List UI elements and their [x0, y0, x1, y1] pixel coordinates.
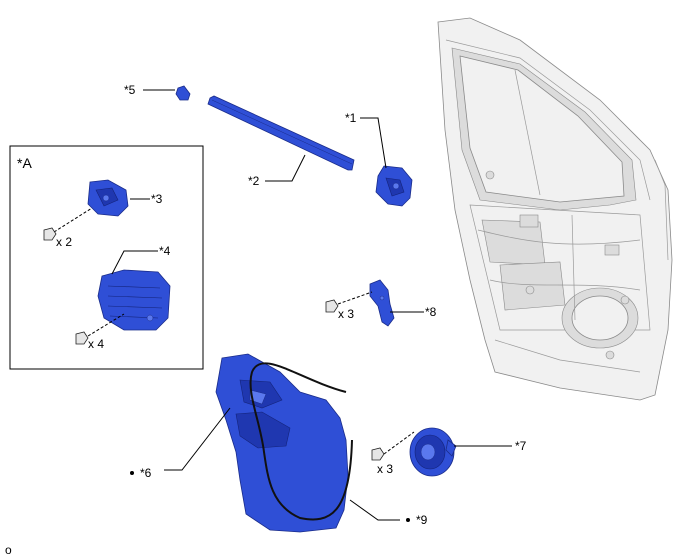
inset-box-a — [9, 145, 204, 370]
part-8-bracket[interactable] — [369, 279, 395, 327]
part-5-clip[interactable] — [175, 85, 191, 101]
dot-marker — [406, 518, 410, 522]
label-part-8: *8 — [425, 305, 437, 319]
bolt-icon — [75, 331, 89, 345]
label-part-3: *3 — [151, 192, 163, 206]
qty-label-x4: x 4 — [88, 337, 104, 351]
label-part-5: *5 — [124, 83, 136, 97]
corner-marker: o — [5, 543, 12, 557]
label-part-2: *2 — [248, 174, 260, 188]
part-2-weatherstrip[interactable] — [207, 95, 355, 171]
label-part-9: *9 — [416, 513, 428, 527]
qty-label-x3-lower: x 3 — [377, 462, 393, 476]
label-part-7: *7 — [515, 439, 527, 453]
label-part-6: *6 — [140, 466, 152, 480]
part-4-cover[interactable] — [97, 269, 171, 331]
part-7-speaker[interactable] — [409, 427, 457, 477]
door-shell — [437, 17, 673, 401]
qty-label-x3-upper: x 3 — [338, 307, 354, 321]
label-part-4: *4 — [159, 244, 171, 258]
bolt-icon — [43, 227, 57, 241]
part-9-wire[interactable] — [249, 362, 353, 521]
label-part-1: *1 — [345, 111, 357, 125]
bolt-icon — [325, 299, 339, 313]
bolt-icon — [371, 447, 385, 461]
dot-marker — [130, 471, 134, 475]
part-3-cover[interactable] — [87, 179, 129, 217]
inset-label: *A — [17, 155, 32, 171]
qty-label-x2: x 2 — [56, 235, 72, 249]
part-1-bracket[interactable] — [375, 165, 413, 207]
